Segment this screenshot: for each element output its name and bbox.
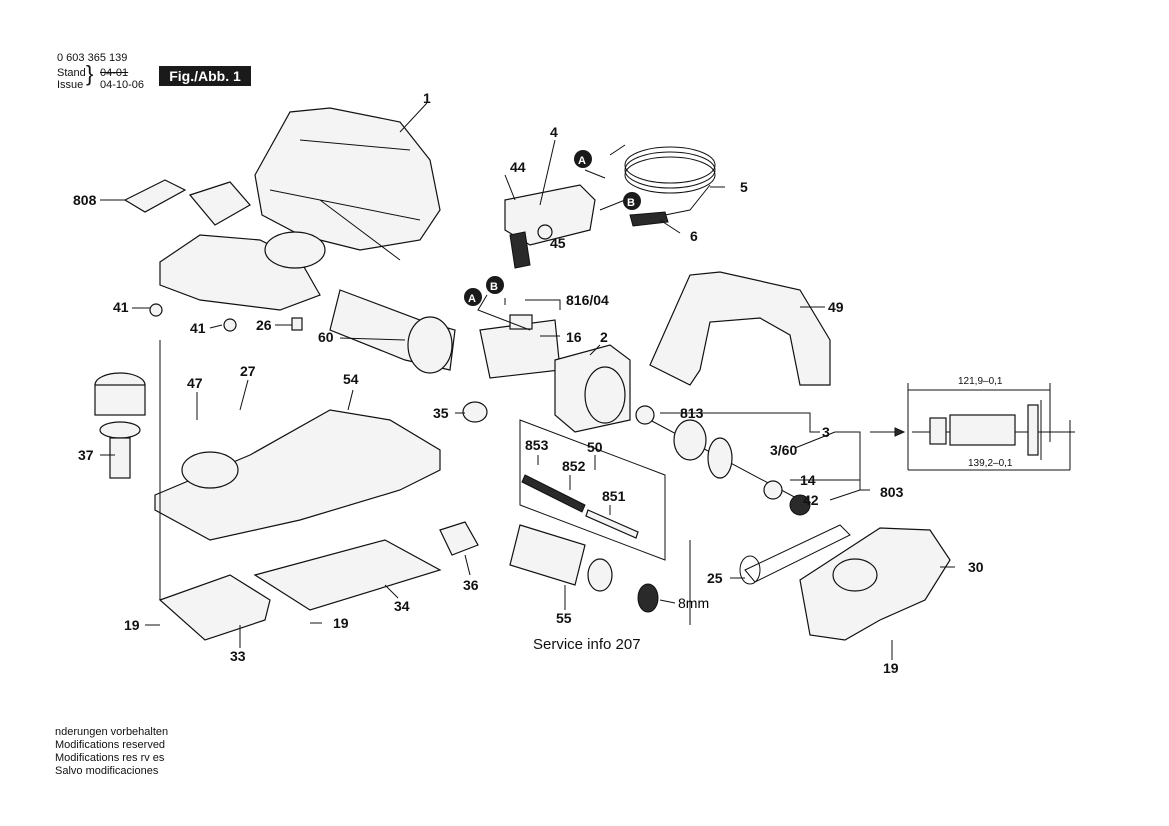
label-26: 26 (256, 317, 272, 333)
label-4: 4 (550, 124, 558, 140)
label-3-60: 3/60 (770, 442, 797, 458)
footer-line: Salvo modificaciones (55, 765, 159, 777)
label-b2: B (490, 281, 498, 293)
footer-line: nderungen vorbehalten (55, 726, 169, 738)
marker-a2-circle (464, 288, 482, 306)
label-60: 60 (318, 329, 334, 345)
label-a: A (578, 155, 586, 167)
label-42: 42 (803, 492, 819, 508)
label-35: 35 (433, 405, 449, 421)
armature-dimension-drawing (870, 383, 1075, 471)
label-49: 49 (828, 299, 844, 315)
label-6: 6 (690, 228, 698, 244)
label-37: 37 (78, 447, 94, 463)
footer-line: Modifications res rv es (55, 752, 165, 764)
label-plate-part (123, 179, 187, 213)
issue-date: 04-10-06 (100, 79, 145, 91)
marker-b-circle (623, 192, 641, 210)
label-b: B (627, 197, 635, 209)
label-16: 16 (566, 329, 582, 345)
label-41b: 41 (190, 320, 206, 336)
label-33: 33 (230, 648, 246, 664)
service-info: Service info 207 (533, 636, 641, 653)
issue-label: Issue (57, 79, 84, 91)
label-19c: 19 (883, 660, 899, 676)
label-45: 45 (550, 235, 566, 251)
dimension-top: 121,9–0,1 (958, 376, 1003, 387)
cover-part (649, 271, 831, 386)
label-803: 803 (880, 484, 904, 500)
base-plate-part (154, 409, 441, 541)
bearing-35 (462, 401, 488, 423)
cable-part (609, 144, 716, 227)
nut-41a (149, 303, 163, 317)
belt-cover-part (799, 527, 951, 641)
footer-line: Modifications reserved (55, 739, 166, 751)
label-54: 54 (343, 371, 359, 387)
blade-set-box (519, 419, 666, 561)
marker-b2-circle (486, 276, 504, 294)
label-36: 36 (463, 577, 479, 593)
label-1: 1 (423, 90, 431, 106)
label-50: 50 (587, 439, 603, 455)
label-808: 808 (73, 192, 97, 208)
label-5: 5 (740, 179, 748, 195)
label-851: 851 (602, 488, 626, 504)
label-852: 852 (562, 458, 586, 474)
depth-knob-part (94, 372, 146, 479)
label-34: 34 (394, 598, 410, 614)
switch-part (504, 184, 596, 269)
label-2: 2 (600, 329, 608, 345)
label-27: 27 (240, 363, 256, 379)
stand-label: Stand (57, 67, 86, 79)
label-14: 14 (800, 472, 816, 488)
leader-lines (100, 102, 955, 660)
housing-part (159, 107, 441, 311)
blade-drum-part (509, 524, 659, 613)
label-47: 47 (187, 375, 203, 391)
part-number: 0 603 365 139 (57, 52, 128, 64)
label-8mm: 8mm (678, 595, 709, 611)
label-19b: 19 (333, 615, 349, 631)
label-30: 30 (968, 559, 984, 575)
label-a2: A (468, 293, 476, 305)
label-853: 853 (525, 437, 549, 453)
label-3: 3 (822, 424, 830, 440)
sole-part (158, 574, 271, 641)
label-25: 25 (707, 570, 723, 586)
gasket-part (253, 539, 442, 611)
blade-851 (585, 509, 639, 539)
brush-holder-part (479, 314, 561, 379)
part-36 (439, 521, 479, 556)
field-coil-part (554, 344, 631, 433)
sleeve-26 (291, 317, 303, 331)
stand-date: 04-01 (100, 67, 129, 79)
marker-a-circle (574, 150, 592, 168)
footer-notes: nderungen vorbehalten Modifications rese… (55, 726, 168, 778)
belt-part (739, 524, 851, 585)
label-41a: 41 (113, 299, 129, 315)
air-guide-part (329, 289, 456, 374)
label-19a: 19 (124, 617, 140, 633)
nut-41b (223, 318, 237, 332)
dimension-bottom: 139,2–0,1 (968, 458, 1013, 469)
label-55: 55 (556, 610, 572, 626)
brace-icon: } (86, 61, 94, 86)
label-44: 44 (510, 159, 526, 175)
label-816-04: 816/04 (566, 292, 609, 308)
blade-853 (521, 474, 586, 513)
label-813: 813 (680, 405, 704, 421)
base-boss (181, 451, 239, 489)
belt-cover-port (832, 558, 878, 592)
armature-part (635, 405, 811, 516)
figure-label: Fig./Abb. 1 (159, 66, 251, 86)
